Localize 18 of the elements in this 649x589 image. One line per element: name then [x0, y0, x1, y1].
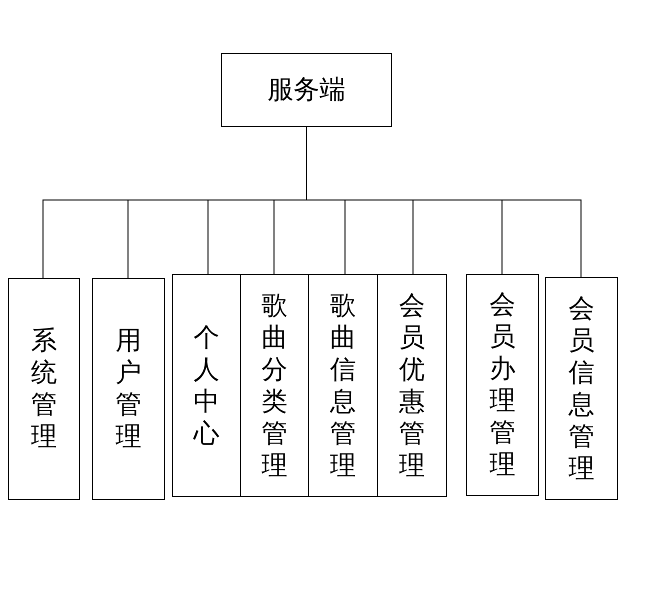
module-box: [240, 274, 309, 497]
box-label: 会员办理管理: [488, 289, 516, 481]
module-box: [92, 278, 165, 500]
box-label: 歌曲分类管理: [260, 290, 288, 482]
box-label: 服务端: [268, 74, 346, 106]
module-box: [545, 277, 618, 500]
module-box: [466, 274, 539, 496]
module-box: [377, 274, 447, 497]
root-box: [221, 53, 392, 127]
box-label: 歌曲信息管理: [329, 290, 357, 482]
box-label: 系统管理: [30, 325, 58, 453]
box-label: 用户管理: [114, 325, 142, 453]
box-label: 会员优惠管理: [398, 290, 426, 482]
box-label: 个人中心: [192, 322, 220, 450]
module-box: [172, 274, 241, 497]
module-box: [8, 278, 80, 500]
module-box: [308, 274, 378, 497]
box-label: 会员信息管理: [568, 292, 596, 484]
